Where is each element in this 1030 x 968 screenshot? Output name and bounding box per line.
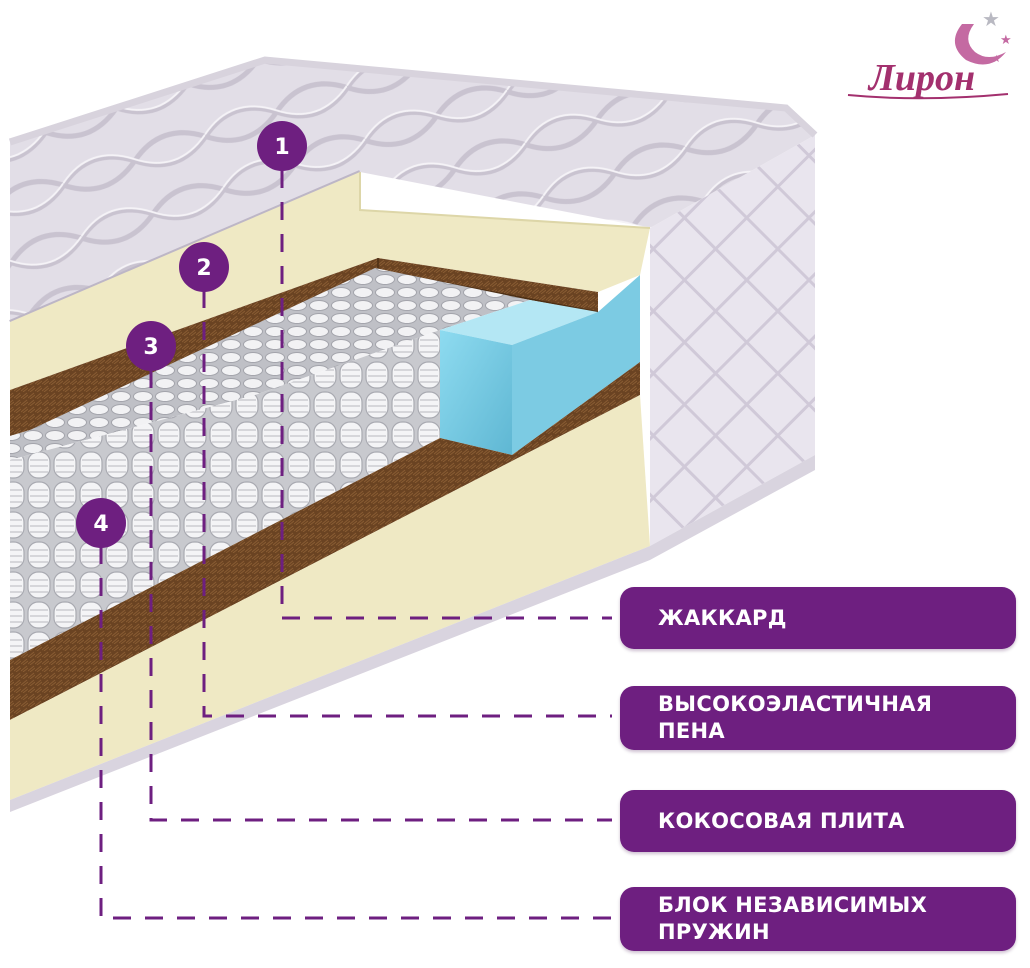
layer-number-4: 4 [93, 512, 108, 537]
layer-label-text: ВЫСОКОЭЛАСТИЧНАЯ ПЕНА [658, 692, 933, 743]
leader-lines [99, 170, 612, 920]
foam-layer-top [10, 172, 650, 390]
layer-label-text: КОКОСОВАЯ ПЛИТА [658, 808, 905, 833]
star-icon: ★ [992, 54, 1001, 65]
layer-label-text: БЛОК НЕЗАВИСИМЫХ ПРУЖИН [658, 893, 928, 944]
foam-layer-bottom [10, 395, 650, 800]
star-icon: ★ [1000, 33, 1012, 48]
layer-marker-2: 2 [179, 242, 229, 292]
star-icon: ★ [982, 7, 1000, 31]
mattress-top-jacquard [10, 60, 815, 322]
leader-line-3 [149, 370, 612, 822]
leader-line-4 [99, 546, 612, 920]
mattress-side-cover [650, 135, 815, 546]
layer-label-foam: ВЫСОКОЭЛАСТИЧНАЯ ПЕНА [620, 686, 1016, 750]
layer-label-springs: БЛОК НЕЗАВИСИМЫХ ПРУЖИН [620, 887, 1016, 951]
layer-label-jacquard: ЖАККАРД [620, 587, 1016, 649]
spring-block-face [10, 330, 440, 660]
layer-label-text: ЖАККАРД [658, 605, 787, 630]
leader-line-1 [280, 170, 612, 620]
cover-piping [8, 56, 818, 146]
side-foam-front [440, 330, 512, 455]
layer-marker-1: 1 [257, 121, 307, 171]
brand-logo: ★ ★ ★ Лирон [847, 7, 1012, 100]
layer-marker-3: 3 [126, 321, 176, 371]
moon-swirl-icon [954, 24, 1006, 65]
side-foam-top [440, 300, 598, 345]
leader-line-2 [202, 290, 612, 718]
side-foam-side [512, 275, 640, 455]
layer-number-3: 3 [143, 335, 158, 360]
layer-number-2: 2 [196, 256, 211, 281]
bottom-cover [10, 455, 815, 812]
brand-logo-text: Лирон [867, 57, 975, 99]
layer-number-1: 1 [274, 135, 289, 160]
coconut-layer-bottom [10, 362, 640, 720]
layer-label-coconut: КОКОСОВАЯ ПЛИТА [620, 790, 1016, 852]
spring-block-top [10, 268, 530, 460]
layer-marker-4: 4 [76, 498, 126, 548]
